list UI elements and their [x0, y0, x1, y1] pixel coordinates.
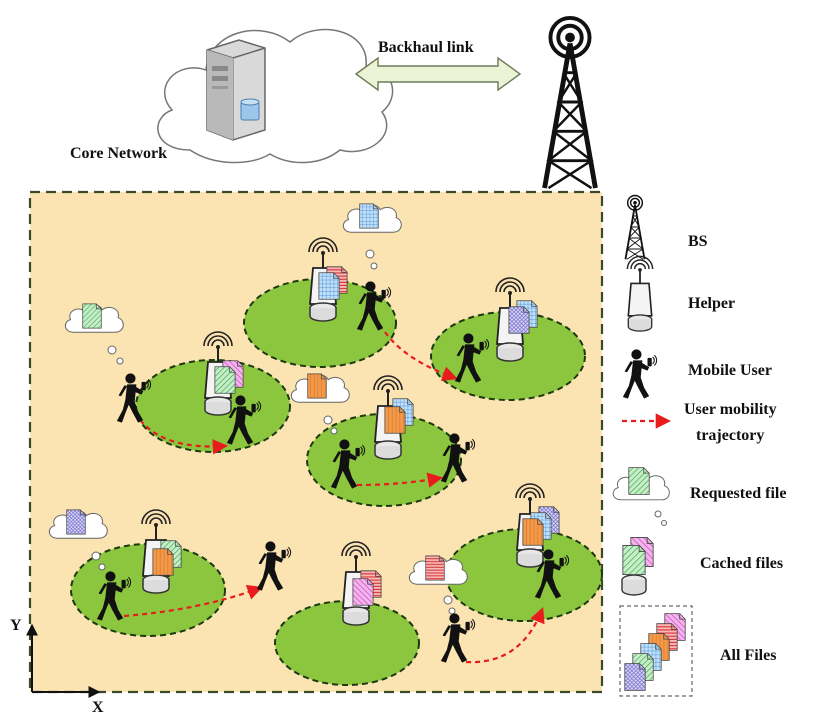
trajectory-arrow [356, 472, 444, 488]
file-icon [628, 467, 650, 495]
file-icon [622, 544, 646, 576]
trajectory-arrow [384, 331, 458, 382]
file-icon [352, 578, 374, 606]
file-icon [318, 272, 340, 300]
trajectory-arrow [123, 585, 263, 618]
file-icon [508, 306, 530, 334]
legend-mobility-line1: User mobility [684, 401, 777, 418]
tower-icon [624, 193, 646, 261]
legend-mobile-user-label: Mobile User [688, 362, 772, 379]
legend-mobility-line2: trajectory [696, 427, 764, 444]
request-cloud [48, 509, 108, 571]
all-files-box [619, 605, 693, 697]
helper-cells [70, 278, 603, 686]
core-network-label: Core Network [70, 145, 167, 162]
request-cloud [290, 373, 350, 435]
axes [26, 623, 101, 698]
legend-cached-files-label: Cached files [700, 555, 783, 572]
cell-ellipse [445, 528, 603, 622]
request-cloud [408, 555, 468, 615]
file-icon [82, 303, 102, 329]
x-axis-label: X [92, 699, 104, 716]
legend-bs-label: BS [688, 233, 708, 250]
request-cloud [64, 303, 124, 365]
base-station-tower-icon [545, 14, 596, 188]
core-network-cloud [157, 28, 394, 164]
mobile-user-icon [622, 348, 658, 400]
y-axis-label: Y [10, 617, 22, 634]
cell-ellipse [243, 278, 397, 368]
file-icon [66, 509, 86, 535]
request-cloud [342, 203, 402, 270]
file-icon [624, 663, 646, 691]
legend-helper-label: Helper [688, 295, 735, 312]
trajectory-arrow [465, 607, 545, 664]
user-mobility-trajectories [123, 331, 545, 664]
file-icon [359, 203, 379, 229]
file-icon [214, 366, 236, 394]
server-icon [206, 39, 266, 141]
trajectory-arrow [139, 419, 229, 455]
legend-requested-file-label: Requested file [690, 485, 786, 502]
file-icon [307, 373, 327, 399]
legend-all-files-label: All Files [720, 647, 776, 664]
file-icon [522, 518, 544, 546]
legend: BS Helper Mobile User User mobility traj… [612, 193, 786, 697]
backhaul-link-label: Backhaul link [378, 39, 474, 56]
file-icon [152, 548, 174, 576]
helper-icon [626, 255, 654, 333]
backhaul-arrow [354, 56, 522, 92]
file-icon [384, 406, 406, 434]
file-icon [425, 555, 445, 581]
